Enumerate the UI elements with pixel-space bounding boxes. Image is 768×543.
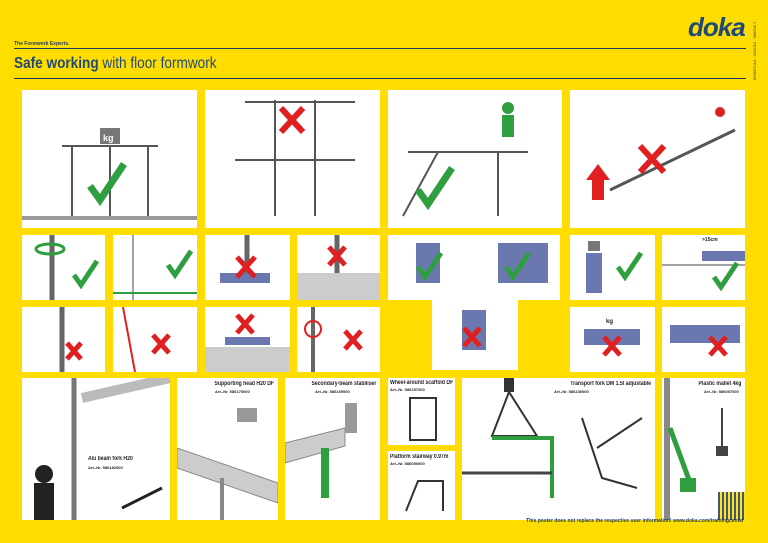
qr-code[interactable]: [718, 492, 746, 520]
panel-plumb-ok: [113, 235, 197, 300]
article-number: Art.-Nr. 586157000: [390, 387, 425, 392]
panel-beam-position-ok: [388, 235, 560, 300]
panel-wall-wrong: [297, 235, 380, 300]
panel-worker-ok: [388, 90, 562, 228]
article-number: Art.-Nr. 586230000: [554, 389, 589, 394]
gap-label: >15cm: [702, 237, 718, 243]
title-rest: with floor formwork: [98, 55, 217, 72]
divider: [14, 78, 746, 79]
product-supporting-head: Supporting head H20 DF Art.-Nr. 586170000: [177, 378, 278, 520]
panel-head-offset-wrong: [432, 300, 518, 370]
document-code: 999807010 - 04/2019 - 986000 7: [752, 21, 757, 80]
product-name: Plastic mallet 4kg: [698, 381, 741, 387]
panel-prop-lock-ok: [22, 235, 105, 300]
doka-logo: doka: [688, 12, 746, 42]
product-name: Alu beam fork H20: [88, 456, 133, 462]
article-number: Art.-Nr. 586169000: [315, 389, 350, 394]
product-name: Secondary-beam stabiliser: [311, 381, 376, 387]
panel-edge-wrong: [205, 307, 290, 372]
page-title: Safe working with floor formwork: [14, 55, 217, 73]
tagline: The Formwork Experts.: [14, 41, 70, 47]
panel-damaged-beam-wrong: [662, 307, 745, 372]
panel-joint-wrong: [297, 307, 380, 372]
panel-pin-wrong: [22, 307, 105, 372]
panel-tilt-wrong: [570, 90, 745, 228]
weight-kg: kg: [103, 133, 114, 143]
article-number: Art.-Nr. 586170000: [215, 389, 250, 394]
panel-props-loaded-ok: kg: [22, 90, 197, 228]
product-name: Wheel-around scaffold DF: [390, 380, 454, 386]
panel-incline-wrong: [113, 307, 197, 372]
footer-note: This poster does not replace the respect…: [526, 518, 744, 524]
weight-label: kg: [606, 319, 614, 325]
product-name: Transport fork DM 1.5t adjustable: [570, 381, 651, 387]
panel-load-ok: [570, 235, 655, 300]
product-name: Platform stairway 0.97m: [390, 454, 449, 460]
panel-load-beam-wrong: kg: [570, 307, 655, 372]
article-number: Art.-Nr. 586050000: [390, 461, 425, 466]
article-number: Art.-Nr. 586057000: [704, 389, 739, 394]
panel-stacked-wrong: [205, 90, 380, 228]
panel-gap-ok: >15cm: [662, 235, 745, 300]
panel-head-wrong: [205, 235, 290, 300]
title-bold: Safe working: [14, 55, 99, 72]
article-number: Art.-Nr. 586182000: [88, 465, 123, 470]
divider: [14, 48, 746, 49]
product-name: Supporting head H20 DF: [214, 381, 274, 387]
